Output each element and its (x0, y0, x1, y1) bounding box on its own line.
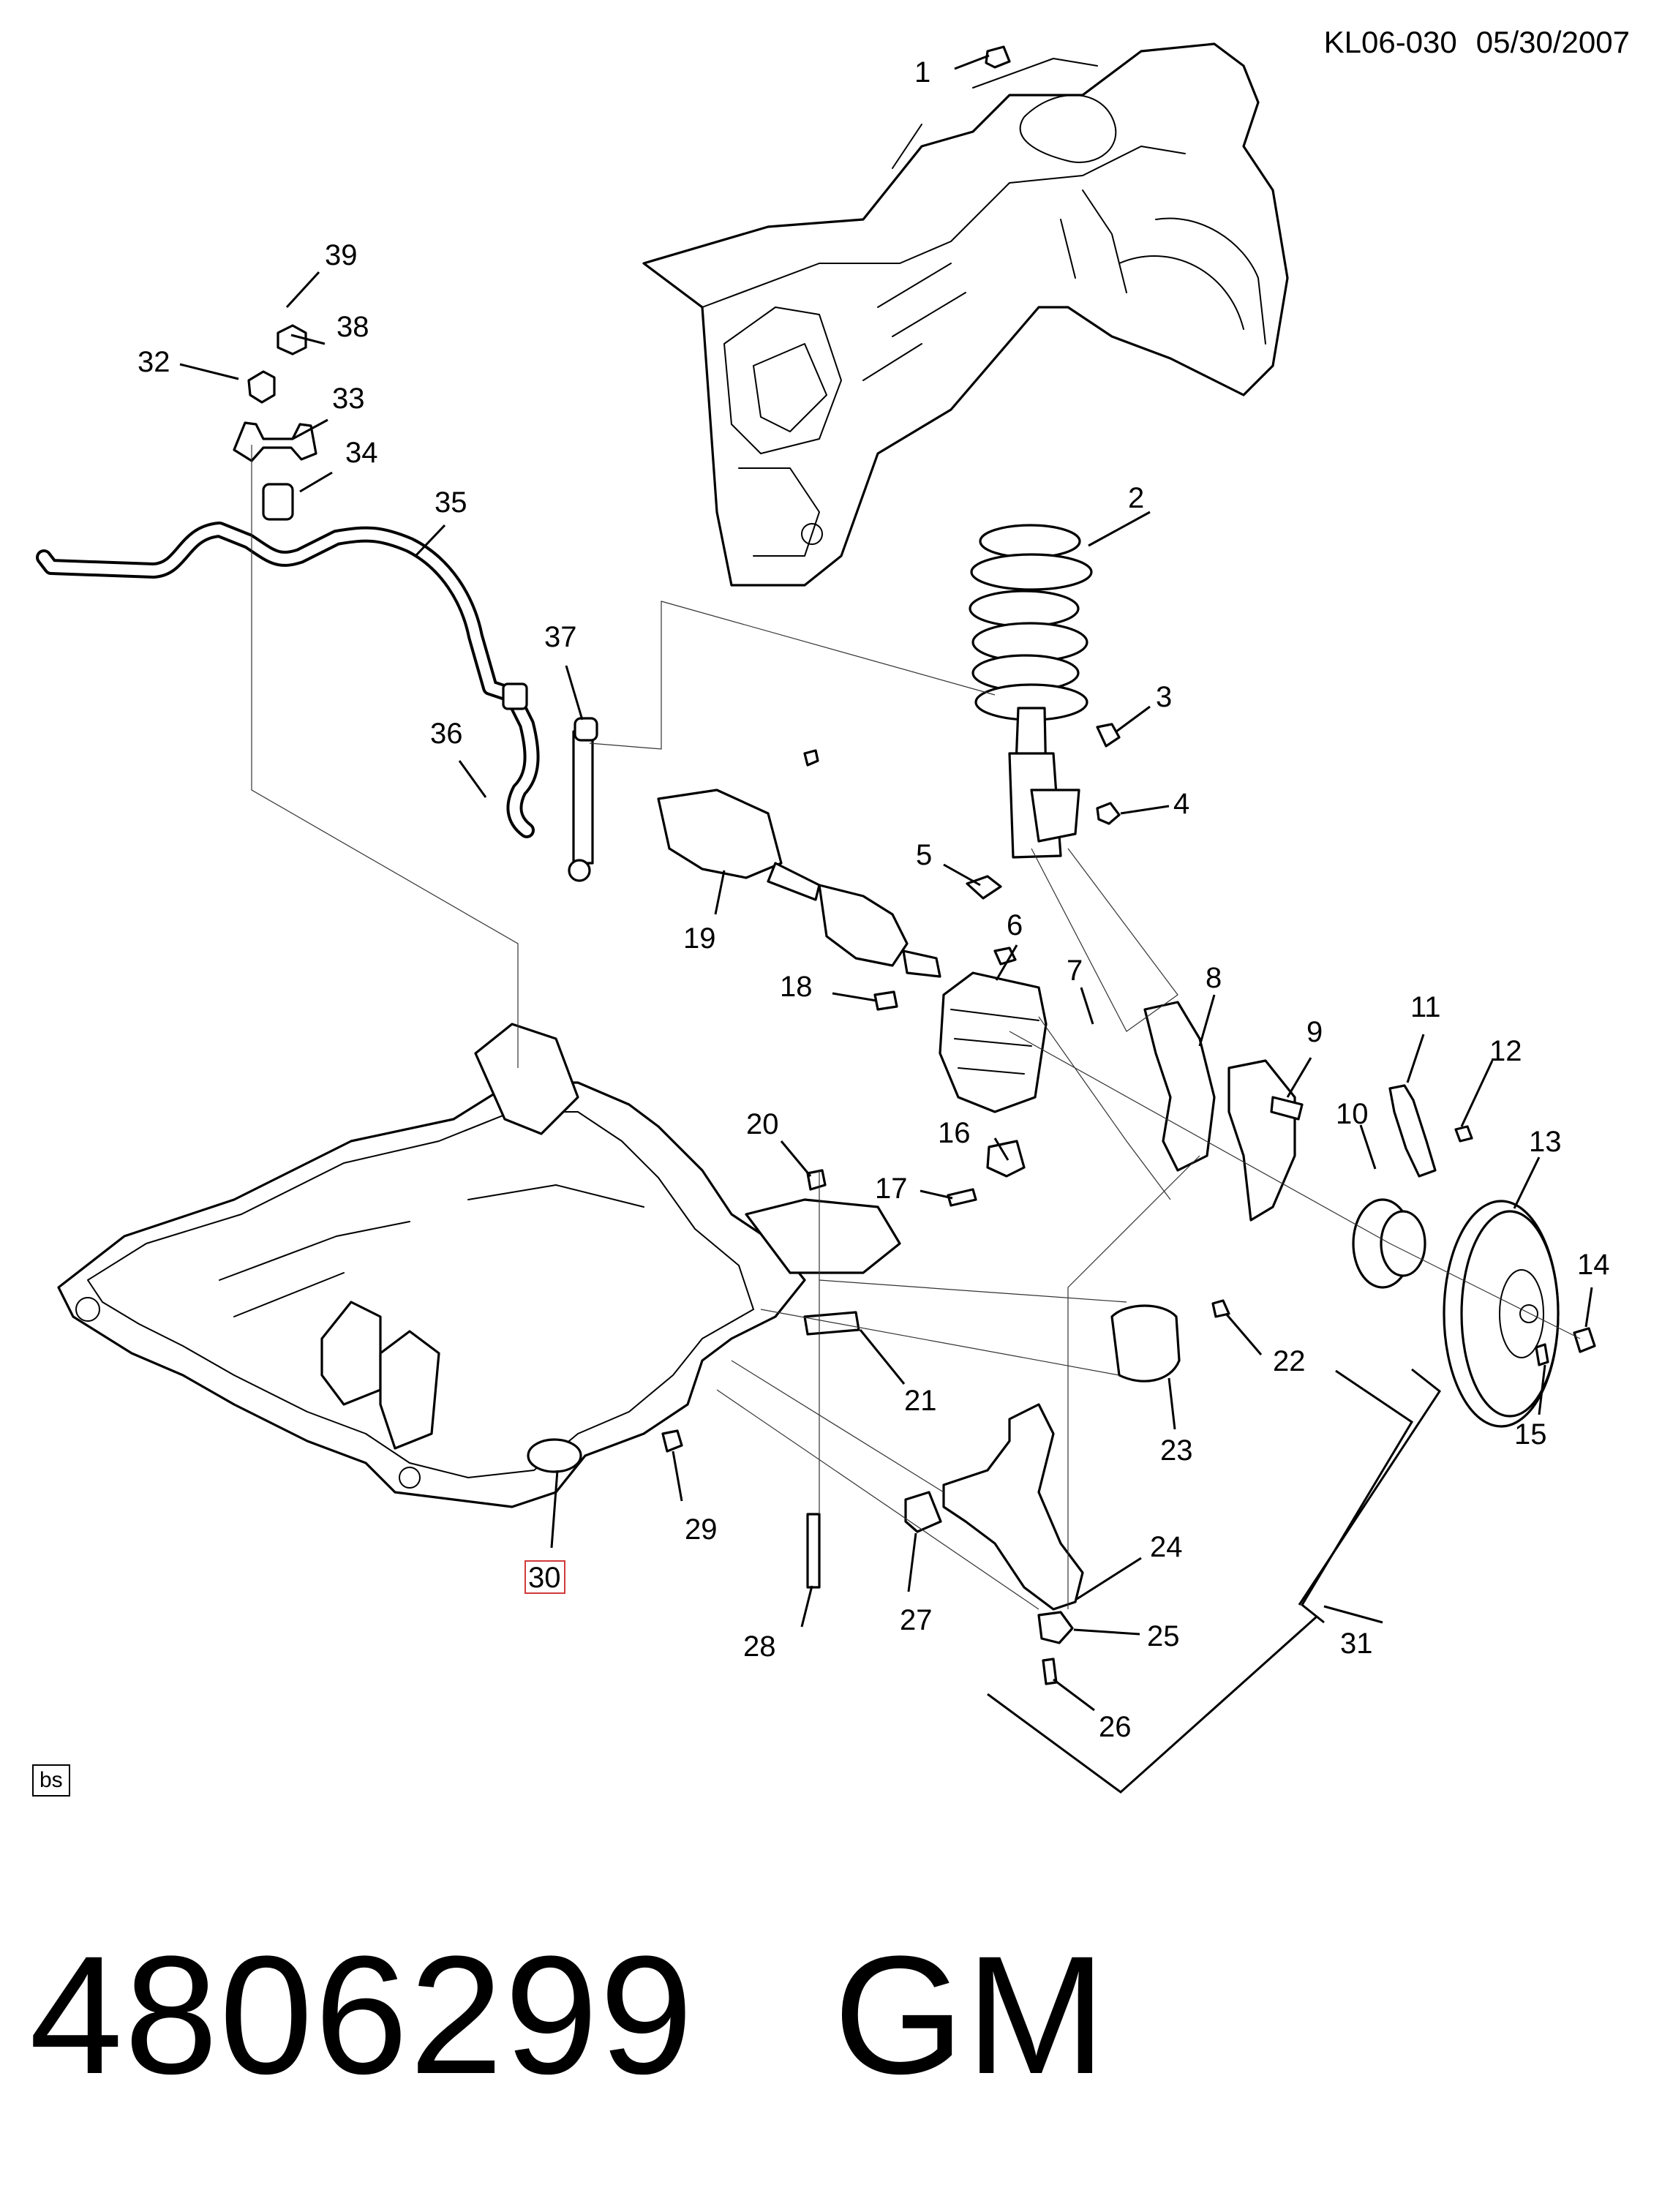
callout-5: 5 (916, 839, 932, 871)
callout-1: 1 (914, 56, 930, 89)
alignment-guide-lines (251, 445, 1581, 1610)
callout-20: 20 (746, 1108, 779, 1140)
callout-labels: 1 2 3 4 5 6 7 8 9 10 11 12 13 14 15 16 1… (138, 56, 1610, 1743)
diagram-header: KL06-030 05/30/2007 (1305, 25, 1630, 60)
callout-14: 14 (1577, 1249, 1610, 1281)
callout-31: 31 (1340, 1628, 1373, 1660)
diagram-code: KL06-030 (1323, 25, 1457, 59)
callout-39: 39 (325, 239, 358, 271)
callout-4: 4 (1173, 788, 1189, 820)
callout-30-highlighted: 30 (528, 1562, 561, 1594)
callout-2: 2 (1128, 482, 1144, 514)
diagram-date: 05/30/2007 (1475, 25, 1630, 59)
highlighted-part-box (524, 1560, 565, 1594)
callout-24: 24 (1150, 1531, 1183, 1563)
callout-37: 37 (544, 621, 577, 653)
callout-25: 25 (1147, 1620, 1180, 1652)
callout-18: 18 (780, 971, 813, 1003)
frame-crossmember-drawing (57, 749, 901, 1508)
callout-leader-lines (179, 54, 1593, 1794)
callout-26: 26 (1099, 1711, 1132, 1743)
bs-badge: bs (32, 1764, 70, 1797)
callout-38: 38 (336, 311, 369, 343)
callout-10: 10 (1336, 1098, 1369, 1130)
callout-8: 8 (1206, 962, 1222, 994)
callout-19: 19 (683, 922, 716, 955)
callout-36: 36 (430, 718, 463, 750)
brake-knuckle-drawing (873, 947, 1304, 1222)
callout-6: 6 (1007, 909, 1023, 941)
callout-27: 27 (900, 1604, 933, 1636)
callout-3: 3 (1156, 681, 1172, 713)
callout-33: 33 (332, 383, 365, 415)
stabilizer-shaft-drawing (36, 324, 598, 882)
callout-15: 15 (1514, 1418, 1547, 1451)
callout-35: 35 (435, 486, 467, 519)
drive-axle-drawing (657, 789, 941, 978)
callout-12: 12 (1489, 1035, 1522, 1067)
callout-11: 11 (1410, 991, 1441, 1023)
part-number: 4806299 (29, 1921, 695, 2109)
body-structure-drawing (642, 42, 1289, 587)
callout-21: 21 (904, 1385, 937, 1417)
hub-rotor-drawing (1352, 1084, 1596, 1428)
callout-9: 9 (1306, 1016, 1323, 1048)
callout-17: 17 (875, 1173, 908, 1205)
callout-34: 34 (345, 437, 378, 469)
callout-22: 22 (1273, 1345, 1306, 1377)
lower-control-arm-drawing (661, 1169, 1230, 1685)
callout-28: 28 (743, 1630, 776, 1663)
callout-16: 16 (938, 1117, 971, 1149)
callout-32: 32 (138, 346, 170, 378)
manufacturer-name: GM (833, 1921, 1108, 2109)
callout-7: 7 (1067, 955, 1083, 987)
callout-29: 29 (685, 1513, 718, 1546)
callout-23: 23 (1160, 1434, 1193, 1467)
exploded-suspension-diagram: 1 2 3 4 5 6 7 8 9 10 11 12 13 14 15 16 1… (36, 42, 1610, 1794)
callout-13: 13 (1529, 1126, 1562, 1158)
